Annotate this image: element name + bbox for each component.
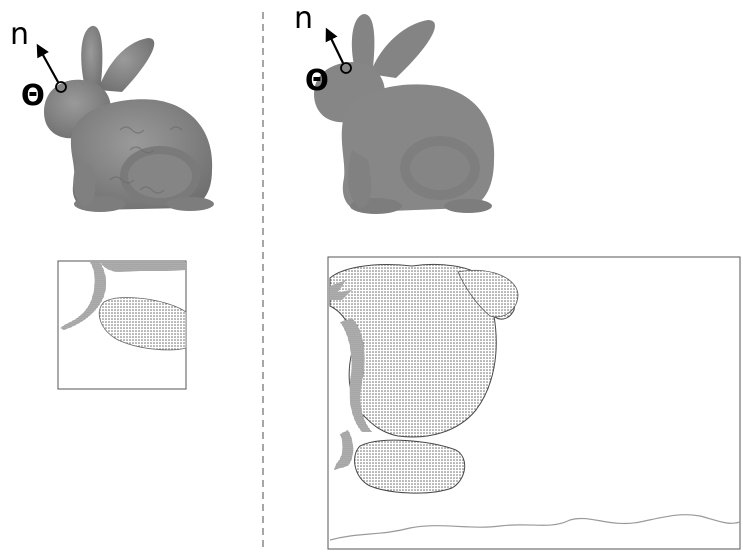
left-normal-arrow [38,46,58,82]
left-normal-label: n [10,17,29,52]
right-inset [328,257,740,549]
left-angle-label: Θ [21,79,45,112]
right-inset-ear-cloud [355,440,465,493]
right-bunny [314,14,494,214]
right-normal-arrow [327,30,343,63]
left-bunny [44,26,214,212]
left-inset [58,261,186,389]
right-angle-label: Θ [305,64,329,97]
right-normal-label: n [294,1,313,36]
